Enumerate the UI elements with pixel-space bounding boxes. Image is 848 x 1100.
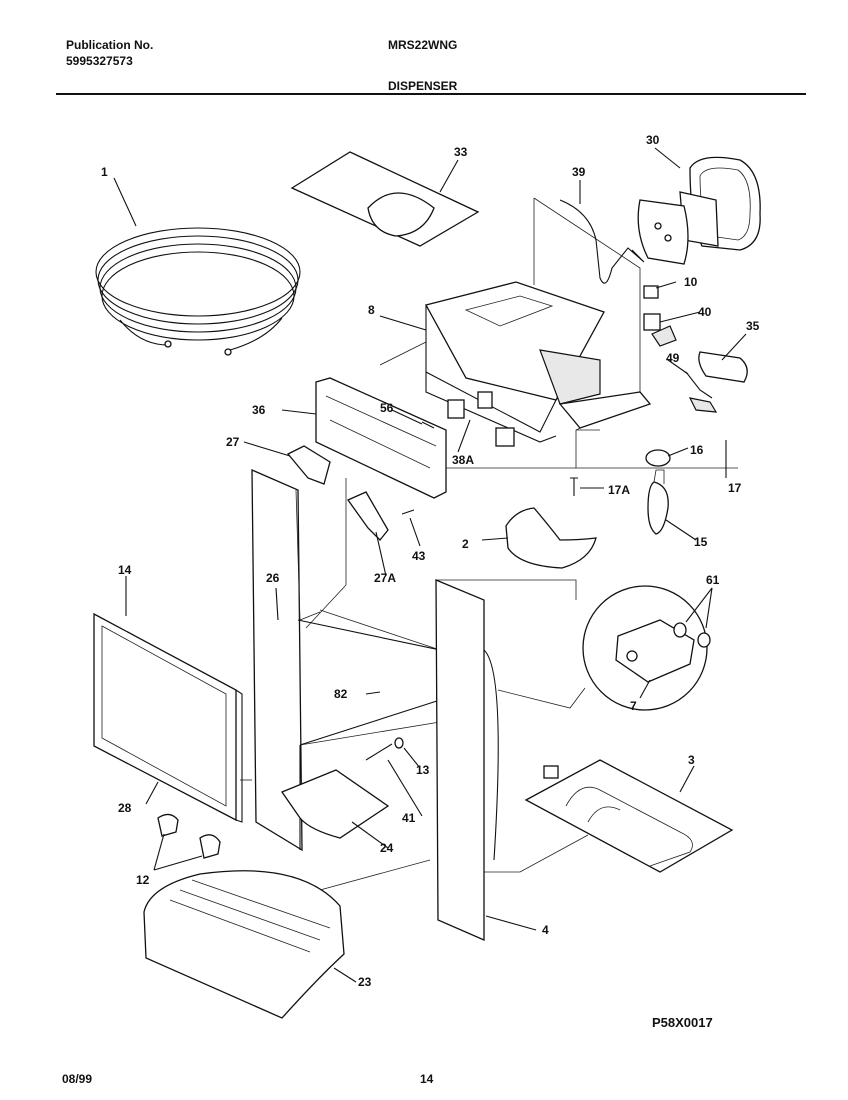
- heater-pad: [524, 759, 734, 873]
- part-label-13: 13: [416, 763, 430, 777]
- publication-number: 5995327573: [66, 54, 133, 68]
- part-label-38a: 38A: [452, 453, 474, 467]
- cover-plate: [290, 151, 480, 247]
- part-label-23: 23: [358, 975, 372, 989]
- part-label-15: 15: [694, 535, 708, 549]
- switch-detail: [582, 585, 711, 711]
- leader-lines: [113, 147, 747, 983]
- part-label-26: 26: [266, 571, 280, 585]
- actuator-27: [286, 445, 331, 485]
- part-label-27a: 27A: [374, 571, 396, 585]
- part-label-8: 8: [368, 303, 375, 317]
- part-label-61: 61: [706, 573, 720, 587]
- figure-code: P58X0017: [652, 1015, 713, 1030]
- part-label-43: 43: [412, 549, 426, 563]
- part-label-7: 7: [630, 699, 637, 713]
- front-panel: [435, 579, 499, 941]
- microswitches: [421, 391, 515, 447]
- dispenser-housing: [425, 281, 652, 443]
- light-bulb-assembly: [645, 449, 671, 535]
- part-label-24: 24: [380, 841, 394, 855]
- part-label-40: 40: [698, 305, 712, 319]
- lever-27a: [347, 491, 389, 541]
- ice-chute-door: [281, 737, 404, 839]
- part-label-4: 4: [542, 923, 549, 937]
- part-label-41: 41: [402, 811, 416, 825]
- part-label-14: 14: [118, 563, 132, 577]
- part-number-labels: 1 33 30 39 10 8 40 35 49 36 56 27 16 38A…: [101, 133, 760, 989]
- part-label-1: 1: [101, 165, 108, 179]
- part-label-10: 10: [684, 275, 698, 289]
- section-title: DISPENSER: [388, 79, 458, 93]
- part-label-28: 28: [118, 801, 132, 815]
- footer-page-number: 14: [420, 1072, 434, 1086]
- part-label-39: 39: [572, 165, 586, 179]
- publication-label: Publication No.: [66, 38, 154, 52]
- part-label-49: 49: [666, 351, 680, 365]
- heater-wire: [559, 199, 645, 284]
- part-label-35: 35: [746, 319, 760, 333]
- part-label-27: 27: [226, 435, 240, 449]
- part-label-33: 33: [454, 145, 468, 159]
- part-label-17a: 17A: [608, 483, 630, 497]
- tubing-coil: [95, 227, 301, 356]
- funnel-collar: [505, 507, 597, 569]
- footer-date: 08/99: [62, 1072, 93, 1086]
- dispenser-frame: [251, 469, 441, 852]
- clips: [157, 813, 221, 859]
- model-number: MRS22WNG: [388, 38, 458, 52]
- control-panel: [315, 377, 447, 499]
- screw-17a: [570, 477, 578, 496]
- part-label-12: 12: [136, 873, 150, 887]
- switch-components: [643, 285, 748, 413]
- part-label-16: 16: [690, 443, 704, 457]
- part-label-56: 56: [380, 401, 394, 415]
- part-label-30: 30: [646, 133, 660, 147]
- drip-tray: [143, 870, 345, 1019]
- screw-43: [401, 509, 415, 515]
- part-label-36: 36: [252, 403, 266, 417]
- dispenser-cover: [637, 156, 761, 265]
- door-panels: [93, 612, 243, 823]
- part-label-3: 3: [688, 753, 695, 767]
- part-label-82: 82: [334, 687, 348, 701]
- part-label-17: 17: [728, 481, 742, 495]
- part-label-2: 2: [462, 537, 469, 551]
